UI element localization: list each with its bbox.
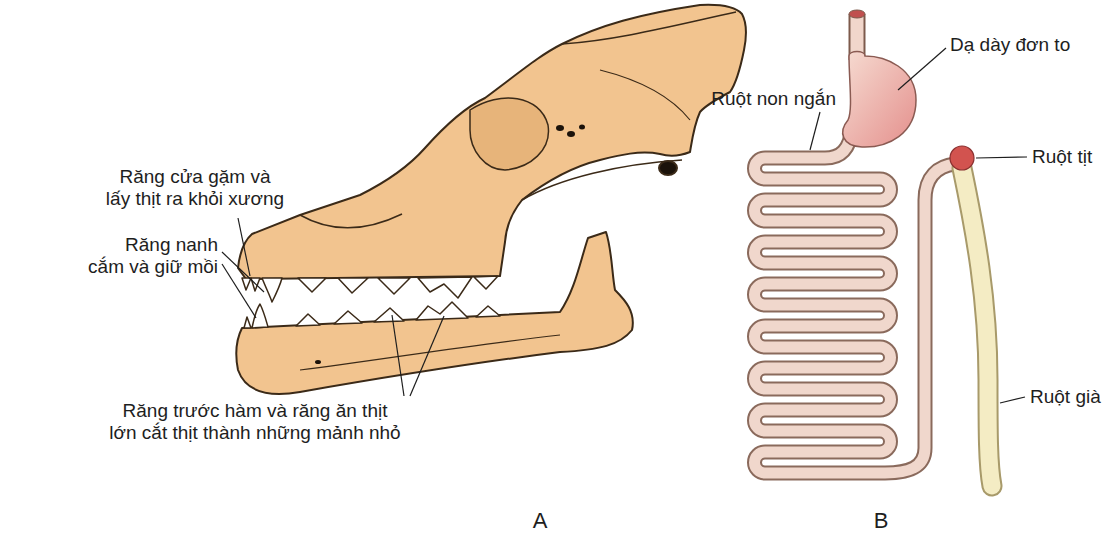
jaw-detail-line <box>300 335 560 370</box>
esophagus-end <box>849 10 865 18</box>
jaw-foramen <box>315 360 321 364</box>
stomach <box>843 52 916 148</box>
large-intestine <box>962 168 992 486</box>
leader-line <box>238 218 250 276</box>
large-intestine <box>962 168 992 486</box>
upper-teeth <box>242 276 498 302</box>
leader-line <box>222 252 264 292</box>
lower-jaw <box>236 232 632 394</box>
skull-foramen <box>579 125 585 130</box>
skull-detail-line <box>600 70 690 120</box>
leader-line <box>1000 397 1025 403</box>
skull-detail-line <box>562 12 736 44</box>
eye-orbit <box>470 98 548 170</box>
skull-detail-line <box>522 160 682 200</box>
part-label: Ruột tịt <box>1032 146 1095 168</box>
leader-line <box>976 157 1027 158</box>
skull-cranium <box>238 5 746 279</box>
part-label: Răng cửa gặm và lấy thịt ra khỏi xương <box>106 166 285 210</box>
incisor-tooth <box>242 278 251 290</box>
part-label: Răng nanh cắm và giữ mồi <box>86 234 218 278</box>
premolar-tooth <box>298 278 326 292</box>
carnassial-tooth <box>416 302 468 320</box>
caecum <box>950 146 974 170</box>
part-label: Dạ dày đơn to <box>950 34 1073 56</box>
lower-teeth <box>244 302 500 328</box>
part-label: Răng trước hàm và răng ăn thịt lớn cắt t… <box>109 400 401 444</box>
premolar-tooth <box>334 311 362 324</box>
skull-detail-line <box>300 214 402 228</box>
incisor-tooth <box>244 317 251 328</box>
small-intestine <box>755 128 955 473</box>
premolar-tooth <box>338 278 368 293</box>
premolar-tooth <box>378 278 410 294</box>
molar-tooth <box>474 276 498 289</box>
panel-letter: A <box>532 508 549 534</box>
small-intestine <box>755 128 955 473</box>
part-label: Ruột già <box>1030 386 1103 408</box>
premolar-tooth <box>296 314 320 326</box>
leader-line <box>898 48 946 90</box>
skull-foramen <box>556 125 564 131</box>
leader-line <box>810 112 820 150</box>
molar-tooth <box>476 306 500 317</box>
part-label: Ruột non ngắn <box>709 88 836 110</box>
leader-line <box>222 264 256 318</box>
canine-tooth <box>262 278 282 302</box>
premolar-tooth <box>374 308 404 322</box>
ear-opening <box>659 161 677 175</box>
carnassial-tooth <box>418 277 472 298</box>
skull-foramen <box>567 131 575 137</box>
panel-letter: B <box>873 508 890 534</box>
leader-lines <box>222 218 444 396</box>
leader-line <box>410 316 444 396</box>
leader-line <box>392 315 404 396</box>
leader-lines <box>810 48 1027 403</box>
